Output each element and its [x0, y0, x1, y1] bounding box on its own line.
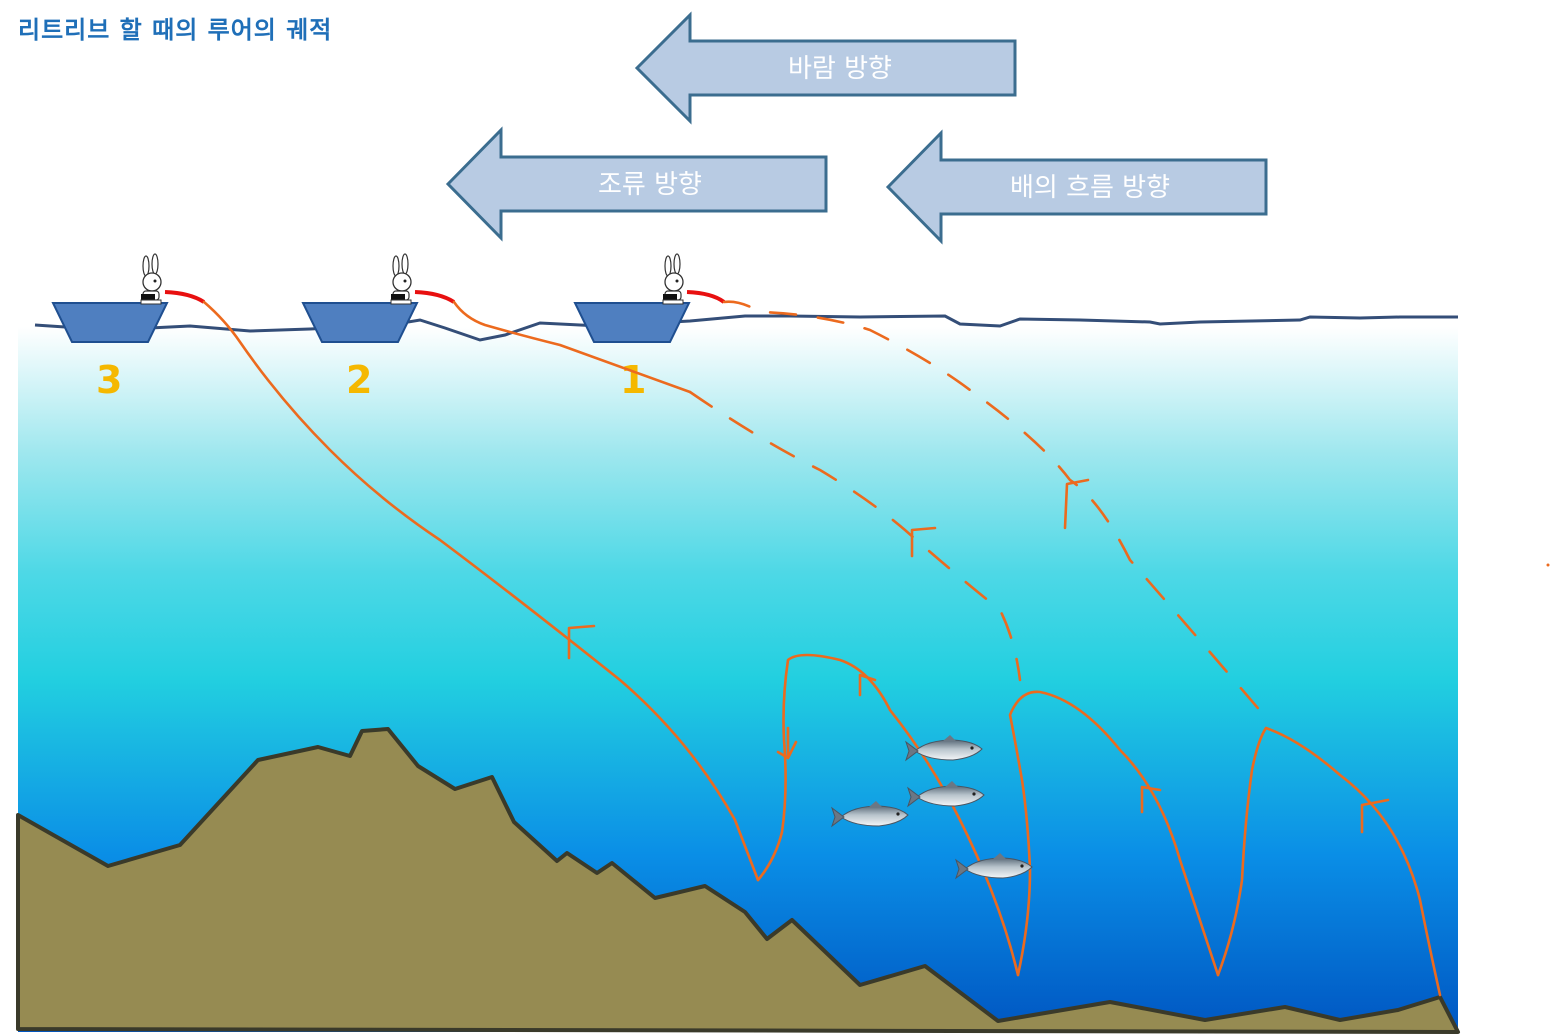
arrow-head-up-1 — [567, 624, 596, 660]
tide-direction-arrow: 조류 방향 — [445, 126, 828, 242]
rod-tip-3 — [164, 290, 206, 304]
tide-direction-label: 조류 방향 — [598, 170, 702, 200]
arrow-head-up-3 — [858, 673, 877, 697]
boat-number-2: 2 — [346, 358, 372, 402]
line-boat-2 — [452, 300, 692, 394]
angler-rabbit-icon — [662, 253, 684, 305]
arrow-head-up-7 — [1360, 798, 1390, 834]
boat-number-3: 3 — [96, 358, 122, 402]
arrow-head-up-4 — [910, 526, 937, 558]
line-boat-3 — [202, 300, 760, 882]
fish-icon — [907, 781, 985, 808]
fish-icon — [831, 801, 909, 828]
arrow-head-up-2 — [776, 726, 798, 760]
rod-tip-2 — [414, 290, 456, 304]
dot — [1546, 563, 1550, 567]
boat-2 — [301, 302, 419, 343]
boat-drift-direction-arrow: 배의 흐름 방향 — [885, 129, 1268, 245]
arrow-head-up-5 — [1063, 478, 1090, 530]
lure-path-3 — [756, 653, 1020, 977]
seabed — [16, 727, 1460, 1034]
fish-icon — [905, 735, 983, 762]
boat-3 — [51, 302, 169, 343]
boat-number-1: 1 — [620, 358, 646, 402]
angler-rabbit-icon — [140, 253, 162, 305]
fish-icon — [955, 853, 1033, 880]
angler-rabbit-icon — [390, 253, 412, 305]
rod-tip-1 — [686, 290, 726, 304]
line-boat-2-dashed — [688, 390, 1022, 682]
wind-direction-arrow: 바람 방향 — [634, 11, 1017, 125]
arrow-head-up-6 — [1140, 785, 1162, 814]
boat-drift-direction-label: 배의 흐름 방향 — [1010, 173, 1170, 203]
lure-path-1 — [1216, 726, 1442, 997]
boat-1 — [573, 302, 691, 343]
line-boat-1-dashed — [722, 300, 1270, 722]
wind-direction-label: 바람 방향 — [788, 54, 892, 84]
page-title: 리트리브 할 때의 루어의 궤적 — [18, 16, 333, 44]
